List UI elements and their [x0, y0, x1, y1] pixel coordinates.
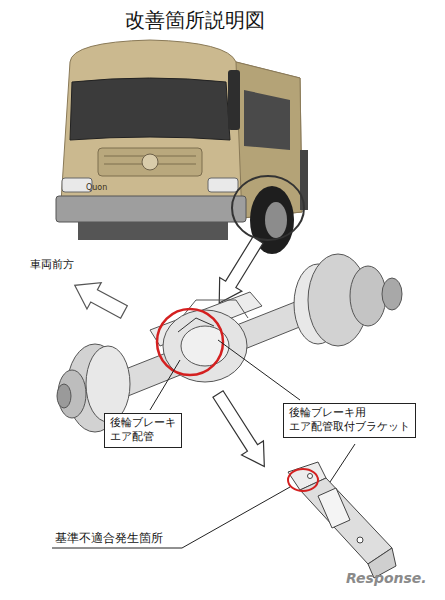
direction-label: 車両前方: [30, 258, 74, 271]
mirror: [228, 70, 240, 130]
bracket-picture: [288, 462, 396, 578]
leader-line: [150, 360, 180, 410]
bolt-hole: [357, 537, 363, 543]
callout-text: 後輪ブレーキ用 エア配管取付ブラケット: [289, 406, 410, 435]
hub-cap: [382, 278, 402, 310]
leader-line: [218, 340, 300, 400]
grille: [98, 148, 202, 176]
windshield: [70, 78, 230, 140]
bumper: [56, 196, 246, 222]
badge-text: Quon: [86, 183, 107, 193]
bracket-rib: [318, 488, 350, 528]
callout-text: 後輪ブレーキ エア配管: [110, 416, 176, 445]
truck-picture: [56, 40, 308, 254]
hollow-arrow: [207, 387, 275, 473]
title: 改善箇所説明図: [125, 8, 265, 32]
hub: [350, 266, 386, 326]
highlight-circle: [288, 469, 318, 491]
under-bumper: [78, 222, 228, 240]
axle-housing: [118, 300, 312, 396]
watermark: Response.: [346, 570, 427, 587]
callout-box: 後輪ブレーキ用 エア配管取付ブラケット: [283, 403, 416, 438]
headlight: [208, 178, 238, 192]
air-pipe: [178, 318, 214, 332]
bolt-hole: [308, 474, 313, 479]
bracket-arm: [300, 478, 392, 564]
defect-label: 基準不適合発生箇所: [55, 531, 163, 545]
logo: [142, 154, 158, 170]
hub: [58, 370, 86, 418]
front-arrow: [68, 272, 132, 325]
leader-line: [52, 487, 290, 548]
callout-box: 後輪ブレーキ エア配管: [104, 413, 182, 448]
side-window: [244, 90, 290, 150]
leader-lines: [52, 340, 355, 548]
wheel-hub: [265, 202, 287, 238]
highlight-circle: [157, 309, 223, 375]
focus-circle: [232, 176, 304, 240]
hub-cap: [57, 384, 71, 408]
brake-drum: [86, 346, 130, 422]
leader-line: [330, 444, 355, 482]
